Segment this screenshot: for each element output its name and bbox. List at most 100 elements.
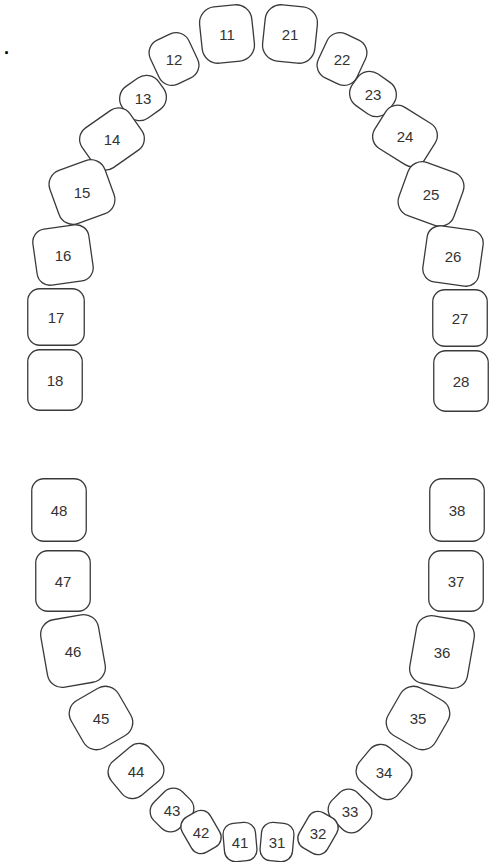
tooth-label-holder: 44 — [110, 748, 162, 794]
tooth-number: 37 — [448, 574, 465, 589]
tooth-contour — [434, 351, 489, 412]
tooth-outline: 37 — [428, 550, 484, 612]
tooth-outline: 13 — [120, 78, 166, 118]
tooth-label-holder: 42 — [184, 811, 218, 853]
tooth-number: 11 — [219, 27, 235, 42]
tooth-label-holder: 21 — [263, 5, 317, 63]
tooth-contour — [367, 100, 442, 172]
tooth-contour — [32, 479, 87, 542]
tooth-label-holder: 33 — [329, 792, 371, 830]
tooth-label-holder: 36 — [412, 617, 472, 687]
mark-label: . — [4, 38, 9, 59]
tooth-contour — [430, 479, 485, 542]
tooth-number: 31 — [269, 835, 286, 850]
tooth-contour — [421, 224, 485, 288]
tooth-label-holder: 17 — [27, 288, 85, 346]
tooth-outline: 15 — [52, 163, 112, 221]
tooth-contour — [259, 821, 295, 862]
tooth-contour — [407, 613, 477, 691]
tooth-number: 16 — [55, 248, 72, 263]
tooth-number: 15 — [74, 185, 91, 200]
tooth-number: 47 — [55, 574, 72, 589]
tooth-number: 21 — [282, 27, 299, 42]
tooth-number: 14 — [104, 132, 121, 147]
tooth-number: 28 — [453, 374, 470, 389]
tooth-outline: 35 — [390, 690, 446, 746]
tooth-contour — [31, 223, 95, 287]
tooth-label-holder: 26 — [424, 227, 482, 285]
tooth-outline: 26 — [424, 227, 482, 285]
tooth-contour — [36, 551, 91, 612]
tooth-label-holder: 14 — [82, 114, 142, 164]
tooth-outline: 32 — [301, 812, 335, 854]
tooth-outline: 21 — [263, 5, 317, 63]
tooth-contour — [28, 289, 85, 346]
tooth-number: 38 — [449, 503, 466, 518]
tooth-label-holder: 35 — [390, 690, 446, 746]
tooth-outline: 42 — [184, 811, 218, 853]
tooth-outline: 47 — [35, 550, 91, 612]
tooth-outline: 33 — [329, 792, 371, 830]
tooth-label-holder: 24 — [375, 111, 435, 161]
tooth-label-holder: 27 — [432, 289, 488, 347]
tooth-number: 24 — [397, 129, 414, 144]
tooth-number: 43 — [164, 803, 181, 818]
tooth-outline: 28 — [433, 350, 489, 412]
tooth-number: 32 — [310, 826, 327, 841]
tooth-contour — [429, 551, 484, 612]
tooth-outline: 43 — [151, 791, 193, 829]
tooth-label-holder: 31 — [260, 822, 294, 862]
tooth-contour — [381, 681, 455, 755]
tooth-label-holder: 32 — [301, 812, 335, 854]
tooth-number: 33 — [342, 804, 359, 819]
tooth-outline: 38 — [429, 478, 485, 542]
tooth-outline: 31 — [260, 822, 294, 862]
tooth-outline: 18 — [27, 349, 83, 411]
tooth-outline: 45 — [73, 690, 129, 746]
tooth-label-holder: 13 — [120, 78, 166, 118]
tooth-number: 48 — [51, 503, 68, 518]
tooth-label-holder: 46 — [43, 616, 103, 686]
tooth-label-holder: 45 — [73, 690, 129, 746]
tooth-contour — [433, 290, 488, 347]
tooth-number: 34 — [376, 765, 393, 780]
tooth-number: 41 — [232, 835, 249, 850]
tooth-number: 44 — [128, 764, 145, 779]
tooth-number: 25 — [423, 187, 440, 202]
tooth-contour — [394, 157, 468, 230]
tooth-label-holder: 34 — [358, 749, 410, 795]
tooth-contour — [28, 350, 83, 411]
tooth-outline: 12 — [152, 34, 196, 84]
tooth-label-holder: 16 — [34, 226, 92, 284]
tooth-number: 45 — [93, 711, 110, 726]
tooth-label-holder: 22 — [320, 34, 364, 84]
tooth-outline: 41 — [223, 822, 257, 862]
tooth-number: 26 — [445, 249, 462, 264]
tooth-label-holder: 38 — [429, 478, 485, 542]
tooth-outline: 44 — [110, 748, 162, 794]
tooth-contour — [294, 807, 342, 858]
tooth-outline: 23 — [350, 74, 396, 114]
tooth-outline: 24 — [375, 111, 435, 161]
tooth-outline: 27 — [432, 289, 488, 347]
tooth-outline: 46 — [43, 616, 103, 686]
tooth-number: 27 — [452, 311, 469, 326]
tooth-label-holder: 23 — [350, 74, 396, 114]
tooth-label-holder: 25 — [401, 165, 461, 223]
tooth-label-holder: 15 — [52, 163, 112, 221]
tooth-number: 36 — [434, 645, 451, 660]
tooth-label-holder: 43 — [151, 791, 193, 829]
tooth-contour — [64, 681, 138, 755]
tooth-number: 17 — [48, 310, 65, 325]
tooth-number: 13 — [135, 91, 152, 106]
tooth-label-holder: 11 — [200, 5, 254, 63]
tooth-contour — [222, 821, 258, 862]
tooth-label-holder: 41 — [223, 822, 257, 862]
tooth-label-holder: 12 — [152, 34, 196, 84]
tooth-label-holder: 37 — [428, 550, 484, 612]
tooth-outline: 48 — [31, 478, 87, 542]
tooth-outline: 14 — [82, 114, 142, 164]
tooth-label-holder: 28 — [433, 350, 489, 412]
tooth-outline: 17 — [27, 288, 85, 346]
tooth-contour — [45, 155, 119, 228]
